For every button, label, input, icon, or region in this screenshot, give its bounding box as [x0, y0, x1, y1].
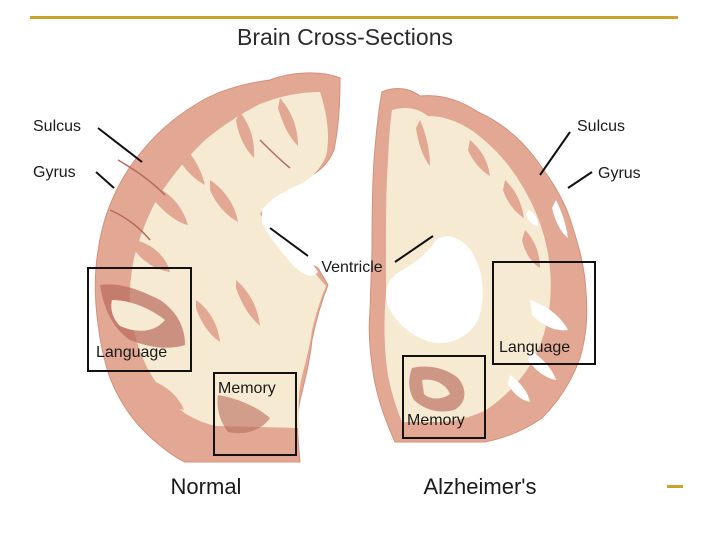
normal-gyrus-label: Gyrus: [33, 164, 76, 181]
alz-memory-label: Memory: [407, 412, 465, 429]
alz-gyrus-line: [568, 172, 592, 188]
normal-sulcus-label: Sulcus: [33, 118, 81, 135]
diagram-title: Brain Cross-Sections: [237, 24, 453, 50]
alz-language-label: Language: [499, 339, 570, 356]
alzheimers-hemisphere: [369, 89, 587, 442]
ventricle-label: Ventricle: [321, 259, 382, 276]
alz-gyrus-label: Gyrus: [598, 165, 641, 182]
normal-caption: Normal: [171, 474, 242, 499]
normal-gyrus-line: [96, 172, 114, 188]
normal-sulcus-line: [98, 128, 142, 162]
normal-language-label: Language: [96, 344, 167, 361]
normal-memory-label: Memory: [218, 380, 276, 397]
alzheimers-caption: Alzheimer's: [423, 474, 536, 499]
alz-sulcus-label: Sulcus: [577, 118, 625, 135]
alz-sulcus-line: [540, 132, 570, 175]
